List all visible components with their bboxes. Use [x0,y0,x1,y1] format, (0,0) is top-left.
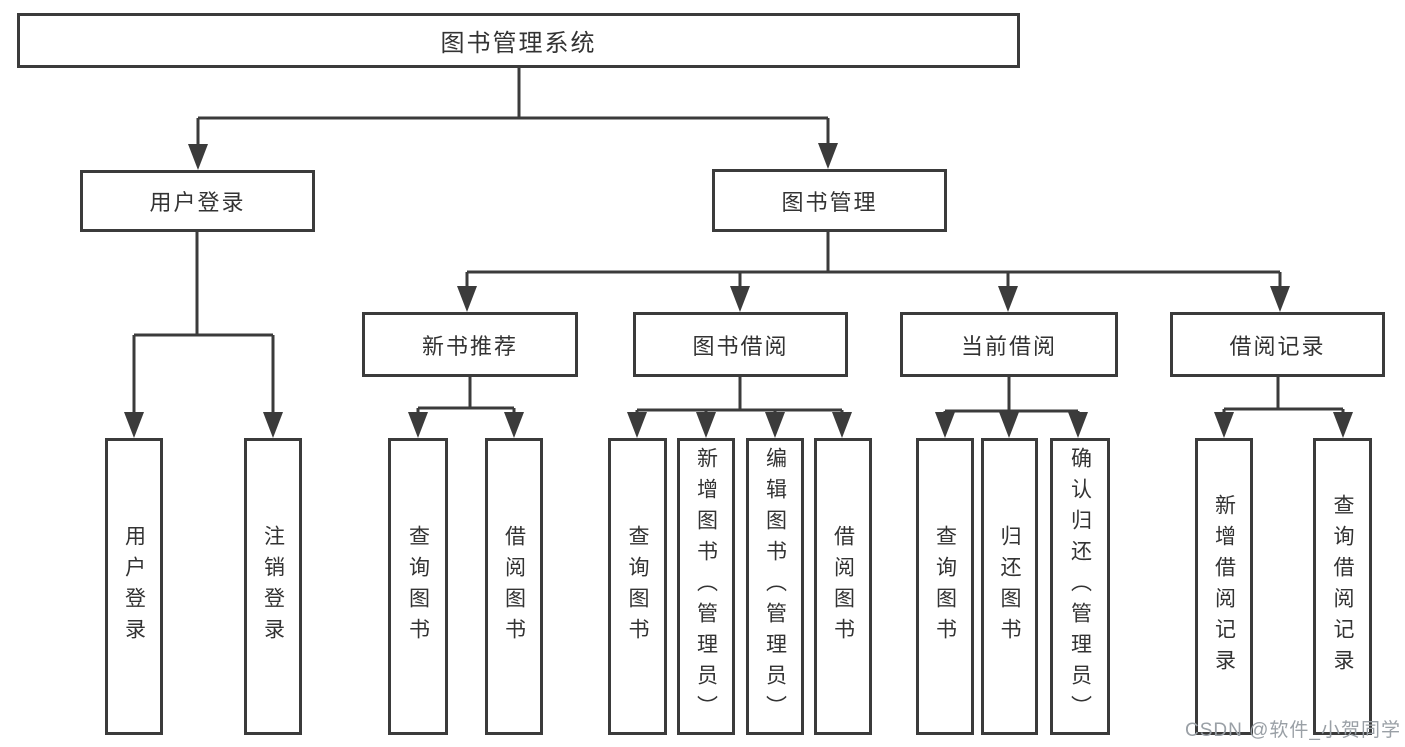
node-current-borrow-label: 当前借阅 [960,333,1057,359]
leaf-query-books-borrow: 查询图书 [608,438,667,735]
node-new-book-recommend: 新书推荐 [362,312,578,377]
leaf-add-books-admin: 新增图书（管理员） [677,438,735,735]
leaf-borrow-books-recommend: 借阅图书 [485,438,543,735]
leaf-confirm-return-admin: 确认归还（管理员） [1050,438,1110,735]
leaf-add-books-admin-label: 新增图书（管理员） [694,447,718,726]
leaf-borrow-books: 借阅图书 [814,438,872,735]
leaf-return-books: 归还图书 [981,438,1038,735]
node-book-mgmt-label: 图书管理 [781,189,878,215]
arrowheads [124,143,1353,438]
leaf-query-books-current: 查询图书 [916,438,974,735]
node-book-borrow-label: 图书借阅 [692,333,789,359]
leaf-return-books-label: 归还图书 [998,524,1021,649]
leaf-logout-label: 注销登录 [261,524,285,649]
node-book-borrow: 图书借阅 [633,312,848,377]
leaf-edit-books-admin: 编辑图书（管理员） [746,438,804,735]
node-book-mgmt: 图书管理 [712,169,947,232]
node-user-login: 用户登录 [80,170,315,232]
leaf-add-borrow-record: 新增借阅记录 [1195,438,1253,735]
node-root: 图书管理系统 [17,13,1020,68]
leaf-query-books-recommend-label: 查询图书 [406,524,430,649]
leaf-user-login-label: 用户登录 [122,524,146,649]
leaf-query-books-current-label: 查询图书 [933,524,957,649]
leaf-add-borrow-record-label: 新增借阅记录 [1212,493,1236,680]
node-current-borrow: 当前借阅 [900,312,1118,377]
leaf-borrow-books-recommend-label: 借阅图书 [502,524,526,649]
tree-edges [132,68,1345,414]
node-root-label: 图书管理系统 [440,30,597,57]
leaf-edit-books-admin-label: 编辑图书（管理员） [763,447,787,726]
leaf-borrow-books-label: 借阅图书 [831,524,855,649]
leaf-query-books-recommend: 查询图书 [388,438,448,735]
leaf-confirm-return-admin-label: 确认归还（管理员） [1068,447,1092,726]
csdn-watermark: CSDN @软件_小贺同学 [1185,720,1401,741]
node-borrow-records-label: 借阅记录 [1229,333,1326,359]
leaf-query-borrow-record: 查询借阅记录 [1313,438,1372,735]
node-borrow-records: 借阅记录 [1170,312,1385,377]
leaf-query-books-borrow-label: 查询图书 [626,524,649,649]
node-new-book-recommend-label: 新书推荐 [421,333,518,359]
node-user-login-label: 用户登录 [149,190,246,215]
leaf-query-borrow-record-label: 查询借阅记录 [1331,493,1354,680]
leaf-logout: 注销登录 [244,438,302,735]
leaf-user-login: 用户登录 [105,438,163,735]
